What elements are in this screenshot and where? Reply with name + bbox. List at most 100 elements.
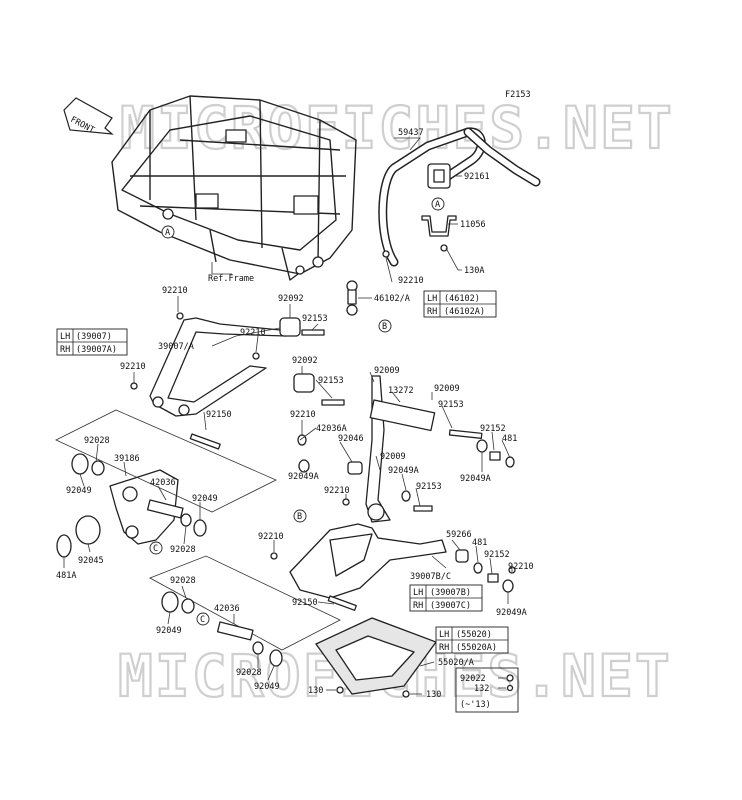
svg-text:RH: RH <box>439 643 449 653</box>
clip-92022 <box>506 674 514 682</box>
cap-92049A <box>298 459 310 473</box>
nut-132 <box>506 684 514 692</box>
label-92049-c: 92049 <box>156 626 182 636</box>
label-92150-a: 92150 <box>206 410 232 420</box>
svg-text:(39007A): (39007A) <box>76 345 117 355</box>
variant-table-55020: LH (55020) RH (55020A) <box>435 626 509 654</box>
bearing-92045 <box>75 515 101 545</box>
label-92210-c: 92210 <box>240 328 266 338</box>
guard-55020 <box>315 617 438 695</box>
label-92092-a: 92092 <box>278 294 304 304</box>
callout-b2: B <box>293 509 307 523</box>
bolt-92153a <box>301 329 325 336</box>
upper-a-arm <box>149 317 287 417</box>
nut-92210-link <box>382 250 390 258</box>
bolt-130b <box>402 690 410 698</box>
label-92049-d: 92049 <box>254 682 280 692</box>
bolt-92150a <box>189 433 221 450</box>
label-481-b: 481 <box>472 538 487 548</box>
snap-ring-481A <box>56 534 72 558</box>
variant-table-39007BC: LH (39007B) RH (39007C) <box>409 584 483 612</box>
bushing-92046 <box>347 461 363 475</box>
label-42036A: 42036A <box>316 424 347 434</box>
label-92045: 92045 <box>78 556 104 566</box>
label-92152-b: 92152 <box>484 550 510 560</box>
collar-92028b <box>180 513 192 527</box>
label-92153-d: 92153 <box>416 482 442 492</box>
callout-a2: A <box>431 197 445 211</box>
svg-text:(39007B): (39007B) <box>430 588 471 598</box>
bushing-59266 <box>455 549 469 563</box>
shield-13272 <box>369 399 436 432</box>
cap-92049A-b <box>476 439 488 453</box>
callout-b1: B <box>378 319 392 333</box>
label-92028-b: 92028 <box>170 545 196 555</box>
bushing-92092b <box>293 373 315 393</box>
cap-92049A-c <box>401 490 411 502</box>
part-labels: 59437 92161 11056 130A 92210 46102/A 922… <box>56 128 534 710</box>
variant-box-92022-132 <box>455 667 519 713</box>
label-39186: 39186 <box>114 454 140 464</box>
label-92009-c: 92009 <box>380 452 406 462</box>
svg-text:LH: LH <box>427 294 437 304</box>
callout-c1: C <box>149 541 163 555</box>
label-92049-a: 92049 <box>66 486 92 496</box>
bolt-92153c <box>448 429 483 439</box>
callout-a1: A <box>161 225 175 239</box>
nut-92210-upper3 <box>252 352 260 360</box>
variant-table-46102: LH (46102) RH (46102A) <box>423 290 497 318</box>
bolt-92150b <box>327 595 357 611</box>
svg-text:(46102A): (46102A) <box>444 307 485 317</box>
label-46102A: 46102/A <box>374 294 410 304</box>
label-13272: 13272 <box>388 386 414 396</box>
svg-text:LH: LH <box>439 630 449 640</box>
label-92210-b: 92210 <box>162 286 188 296</box>
svg-text:LH: LH <box>60 332 70 342</box>
frame-assembly: Ref.Frame <box>111 95 357 284</box>
svg-text:(46102): (46102) <box>444 294 480 304</box>
label-92092-b: 92092 <box>292 356 318 366</box>
svg-text:(55020A): (55020A) <box>456 643 497 653</box>
label-92022: 92022 <box>460 674 486 684</box>
cap-92049b <box>193 519 207 537</box>
label-92049A-d: 92049A <box>496 608 527 618</box>
bracket-11056 <box>421 215 457 237</box>
svg-text:(39007): (39007) <box>76 332 112 342</box>
ref-frame-label: Ref.Frame <box>208 274 254 284</box>
label-92028-c: 92028 <box>170 576 196 586</box>
link-46102 <box>346 280 358 316</box>
label-92049A-c: 92049A <box>388 466 419 476</box>
svg-text:B: B <box>382 322 387 332</box>
label-39007BC: 39007B/C <box>410 572 451 582</box>
diagram-code: F2153 <box>505 90 531 100</box>
label-42036: 42036 <box>150 478 176 488</box>
label-92210-h: 92210 <box>258 532 284 542</box>
bushing-92161 <box>427 163 451 189</box>
label-92049-b: 92049 <box>192 494 218 504</box>
leader-lines <box>63 137 513 695</box>
cap-92049A-d <box>502 579 514 593</box>
collar-92028d <box>252 641 264 655</box>
label-130-a: 130 <box>308 686 323 696</box>
label-92210-d: 92210 <box>120 362 146 372</box>
label-11056: 11056 <box>460 220 486 230</box>
callout-c2: C <box>196 612 210 626</box>
label-130-b: 130 <box>426 690 441 700</box>
label-92049A-b: 92049A <box>460 474 491 484</box>
collar-92152 <box>489 451 501 461</box>
stabilizer-bar <box>378 127 541 267</box>
label-92046: 92046 <box>338 434 364 444</box>
front-arrow-icon: FRONT <box>63 97 114 136</box>
bolt-130a <box>336 686 344 694</box>
label-92153-a: 92153 <box>302 314 328 324</box>
svg-text:(55020): (55020) <box>456 630 492 640</box>
bushing-92092a <box>279 317 301 337</box>
label-42036-b: 42036 <box>214 604 240 614</box>
variant-table-39007: LH (39007) RH (39007A) <box>56 328 128 356</box>
cap-92049 <box>71 453 89 475</box>
label-39007A: 39007/A <box>158 342 194 352</box>
svg-text:RH: RH <box>60 345 70 355</box>
label-92210-f: 92210 <box>324 486 350 496</box>
